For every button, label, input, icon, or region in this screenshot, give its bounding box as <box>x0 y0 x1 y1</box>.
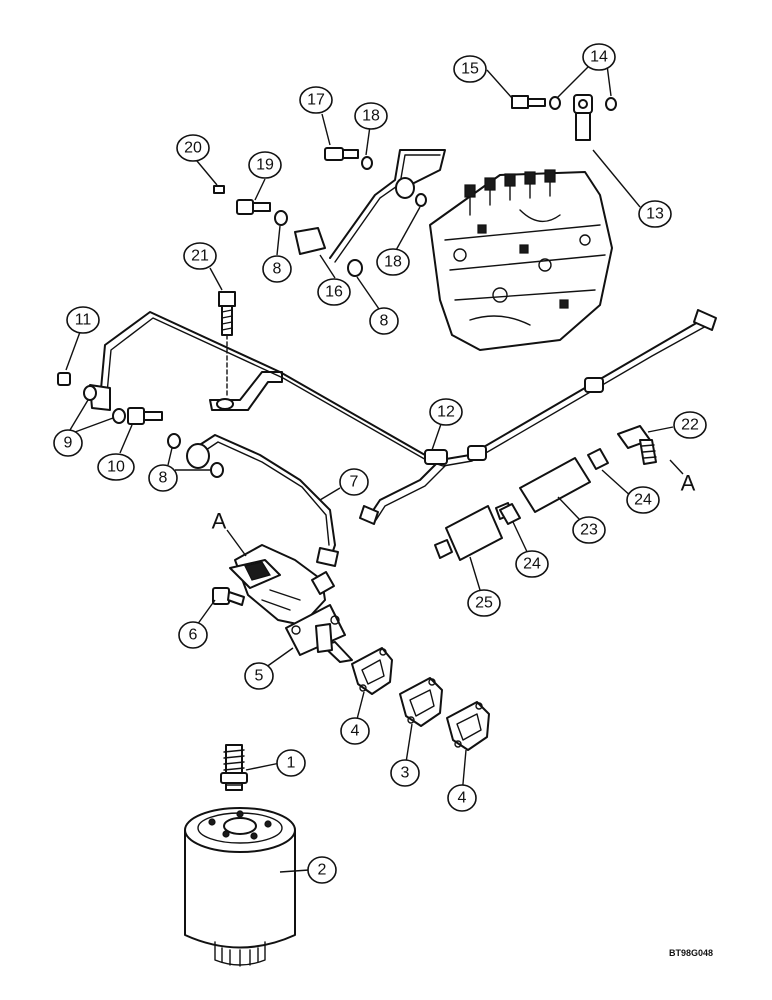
elbow-fitting-22 <box>617 425 657 465</box>
svg-text:18: 18 <box>384 254 402 271</box>
callout-6: 6 <box>178 621 208 649</box>
svg-text:22: 22 <box>681 417 699 434</box>
callout-8c: 8 <box>148 464 178 492</box>
callout-2: 2 <box>307 856 337 884</box>
svg-text:24: 24 <box>634 492 652 509</box>
callout-7: 7 <box>339 468 369 496</box>
svg-text:14: 14 <box>590 49 608 66</box>
callout-18b: 18 <box>376 248 410 276</box>
svg-text:10: 10 <box>107 459 125 476</box>
svg-text:1: 1 <box>287 755 296 772</box>
filter-adapter-1 <box>220 744 248 791</box>
svg-text:17: 17 <box>307 92 325 109</box>
svg-text:15: 15 <box>461 61 479 78</box>
svg-text:9: 9 <box>64 435 73 452</box>
callout-14: 14 <box>582 43 616 71</box>
clamp-24a <box>587 448 609 470</box>
callout-5: 5 <box>244 662 274 690</box>
reference-letter-a-pump: A <box>212 509 227 534</box>
gasket-4b <box>446 701 490 751</box>
svg-text:18: 18 <box>362 108 380 125</box>
svg-text:19: 19 <box>256 157 274 174</box>
leader-lines <box>65 64 684 873</box>
callout-16: 16 <box>317 278 351 306</box>
fuel-line-12 <box>89 309 717 525</box>
banjo-bolt-19 <box>213 185 363 277</box>
callout-8b: 8 <box>369 307 399 335</box>
svg-text:5: 5 <box>255 668 264 685</box>
banjo-fitting-13 <box>511 94 617 141</box>
callout-12: 12 <box>429 398 463 426</box>
fuel-filter-2 <box>184 807 296 967</box>
svg-text:8: 8 <box>380 313 389 330</box>
svg-text:2: 2 <box>318 862 327 879</box>
svg-text:8: 8 <box>273 261 282 278</box>
callout-19: 19 <box>248 151 282 179</box>
svg-text:16: 16 <box>325 284 343 301</box>
svg-text:13: 13 <box>646 206 664 223</box>
callout-24b: 24 <box>515 550 549 578</box>
svg-text:21: 21 <box>191 248 209 265</box>
lift-pump <box>229 544 353 663</box>
callout-23: 23 <box>572 516 606 544</box>
callout-15: 15 <box>453 55 487 83</box>
callout-10: 10 <box>97 453 135 481</box>
gasket-3 <box>399 677 443 727</box>
svg-text:6: 6 <box>189 627 198 644</box>
callout-24a: 24 <box>626 486 660 514</box>
callout-4b: 4 <box>447 784 477 812</box>
callout-9: 9 <box>53 429 83 457</box>
svg-text:20: 20 <box>184 140 202 157</box>
gasket-4a <box>351 647 393 695</box>
callout-13: 13 <box>638 200 672 228</box>
svg-text:3: 3 <box>401 765 410 782</box>
injection-pump <box>429 169 613 351</box>
callout-25: 25 <box>467 589 501 617</box>
callout-22: 22 <box>673 411 707 439</box>
callout-8a: 8 <box>262 255 292 283</box>
callout-17: 17 <box>299 86 333 114</box>
callout-21: 21 <box>183 242 217 270</box>
bolt-6 <box>212 587 245 606</box>
svg-text:23: 23 <box>580 522 598 539</box>
clamp-bolt-21 <box>209 291 283 411</box>
callout-4a: 4 <box>340 717 370 745</box>
svg-text:4: 4 <box>351 723 360 740</box>
clamp-24b <box>499 503 521 525</box>
callout-1: 1 <box>276 749 306 777</box>
svg-text:11: 11 <box>75 312 92 329</box>
reference-letter-a-fitting: A <box>681 471 696 496</box>
svg-text:4: 4 <box>458 790 467 807</box>
callout-18a: 18 <box>354 102 388 130</box>
svg-text:7: 7 <box>350 474 359 491</box>
callout-3: 3 <box>390 759 420 787</box>
line-16-assembly <box>294 147 446 263</box>
hose-23 <box>519 457 591 513</box>
banjo-bolt-10 <box>57 372 224 478</box>
svg-text:12: 12 <box>437 404 455 421</box>
fuel-line-7 <box>186 434 339 567</box>
callout-11: 11 <box>66 306 100 334</box>
callout-20: 20 <box>176 134 210 162</box>
svg-text:24: 24 <box>523 556 541 573</box>
svg-text:25: 25 <box>475 595 493 612</box>
svg-text:8: 8 <box>159 470 168 487</box>
figure-code: BT98G048 <box>669 948 713 958</box>
